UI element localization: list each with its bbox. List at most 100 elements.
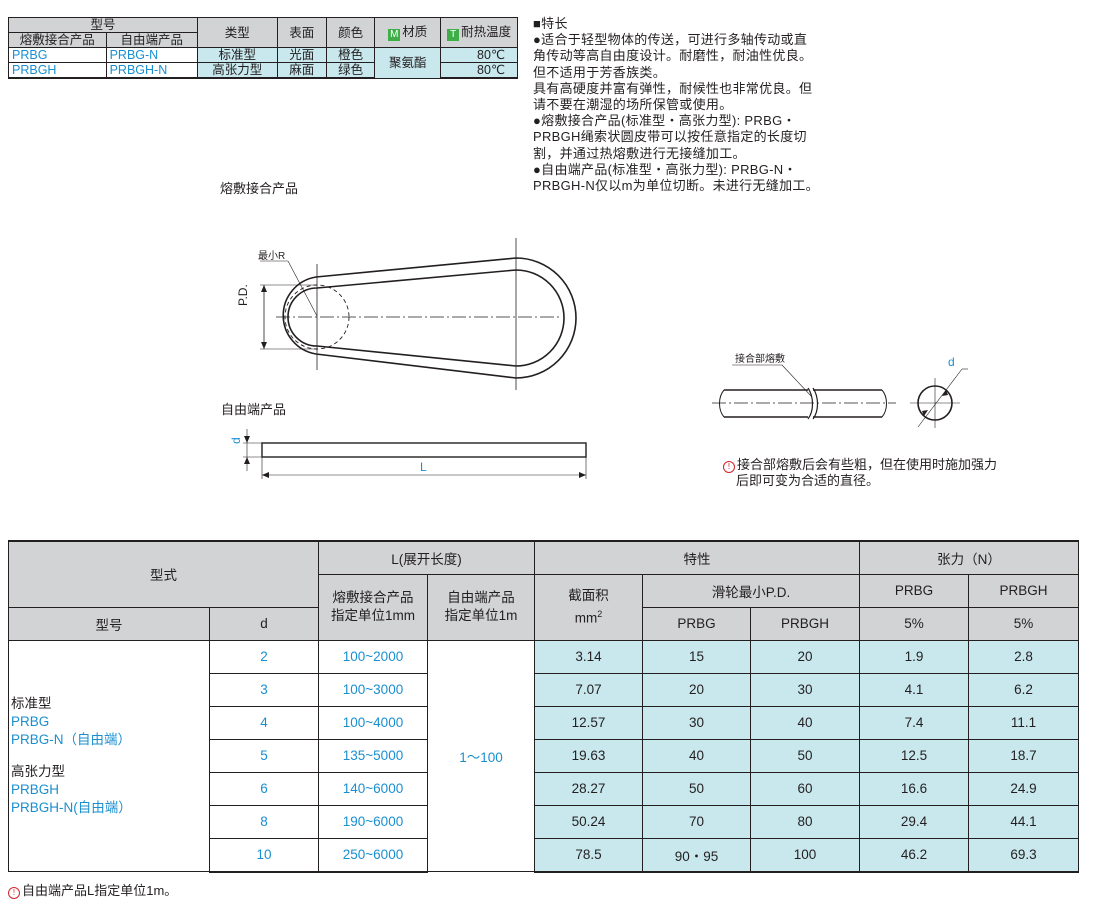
header-model: 型号: [8, 606, 210, 641]
cell-area: 3.14: [534, 639, 643, 674]
cell-t-prbgh: 18.7: [968, 738, 1080, 773]
cell-pd-prbg: 30: [642, 705, 751, 740]
pd-label: P.D.: [236, 284, 250, 306]
spec-temp: 80℃: [440, 47, 518, 63]
feature-line: 角传动等高自由度设计。耐磨性，耐油性优良。: [533, 48, 813, 64]
joint-leader: [781, 364, 813, 398]
cell-range: 100~2000: [318, 639, 428, 674]
d-label-section: d: [948, 355, 955, 369]
spec-free-code: PRBGH-N: [105, 62, 198, 79]
header-area-sup: 2: [597, 608, 603, 619]
cell-range: 140~6000: [318, 771, 428, 806]
spec-color: 橙色: [325, 47, 376, 63]
feature-line: PRBGH绳索状圆皮带可以按任意指定的长度切: [533, 129, 807, 145]
type-prbg: PRBG: [11, 713, 50, 729]
cell-pd-prbgh: 20: [749, 639, 861, 674]
table-row: 3 100~3000 7.07 20 30 4.1 6.2: [9, 672, 1080, 707]
free-product-caption: 自由端产品: [221, 402, 287, 417]
type-standard: 标准型: [11, 695, 52, 711]
spec-header-fused: 熔敷接合产品: [8, 32, 107, 48]
type-prbg-n: PRBG-N（自由端）: [11, 731, 132, 747]
table-row: 4 100~4000 12.57 30 40 7.4 11.1: [9, 705, 1080, 740]
spec-header-surface: 表面: [276, 17, 327, 48]
feature-line: 割，并通过热熔敷进行无接缝加工。: [533, 145, 746, 161]
min-r-label: 最小R: [258, 251, 286, 262]
cell-d: 10: [209, 837, 319, 873]
features-title: ■特长: [533, 16, 568, 31]
cell-t-prbgh: 24.9: [968, 771, 1080, 806]
joint-note-line: 后即可变为合适的直径。: [736, 473, 880, 488]
cell-t-prbg: 29.4: [859, 804, 970, 839]
cell-pd-prbgh: 40: [749, 705, 861, 740]
joint-label: 接合部熔敷: [735, 354, 785, 365]
header-area-line1: 截面积: [568, 587, 609, 603]
cell-pd-prbg: 70: [642, 804, 751, 839]
warning-icon: !: [723, 461, 735, 473]
cell-range: 190~6000: [318, 804, 428, 839]
cell-area: 12.57: [534, 705, 643, 740]
header-fused-unit-line1: 熔敷接合产品: [332, 590, 414, 605]
spec-type: 标准型: [196, 47, 278, 63]
joint-note-line: 接合部熔敷后会有些粗，但在使用时施加强力: [737, 457, 998, 472]
model-type-cell: 标准型 PRBG PRBG-N（自由端） 高张力型 PRBGH PRBGH-N(…: [8, 639, 210, 872]
cell-pd-prbgh: 60: [749, 771, 861, 806]
header-properties: 特性: [533, 540, 861, 575]
cell-d: 8: [209, 804, 319, 839]
spec-header-free: 自由端产品: [105, 32, 198, 48]
cell-d: 2: [209, 639, 319, 674]
header-free-unit-line2: 指定单位1m: [444, 608, 518, 623]
cell-t-prbgh: 11.1: [968, 705, 1080, 740]
header-pct-prbgh: 5%: [968, 606, 1080, 641]
cell-t-prbg: 16.6: [859, 771, 970, 806]
type-high-tension: 高张力型: [11, 763, 65, 779]
cell-d: 3: [209, 672, 319, 707]
cell-d: 4: [209, 705, 319, 740]
cell-t-prbg: 1.9: [859, 639, 970, 674]
type-prbgh-n: PRBGH-N(自由端）: [11, 799, 132, 815]
d-dimension-diagonal: [917, 368, 963, 428]
header-pct-prbg: 5%: [859, 606, 970, 641]
header-l-length: L(展开长度): [318, 540, 535, 575]
d-label-free: d: [229, 437, 243, 444]
spec-fused-code: PRBG: [8, 47, 107, 63]
spec-material: 聚氨酯: [374, 47, 442, 79]
spec-color: 绿色: [325, 62, 376, 79]
table-row: 8 190~6000 50.24 70 80 29.4 44.1: [9, 804, 1080, 839]
header-d: d: [209, 606, 319, 641]
cell-pd-prbg: 15: [642, 639, 751, 674]
fused-product-caption: 熔敷接合产品: [220, 181, 299, 196]
cell-area: 7.07: [534, 672, 643, 707]
temp-tag-icon: T: [447, 28, 460, 41]
spec-header-color: 颜色: [325, 17, 376, 48]
spec-fused-code: PRBGH: [8, 62, 107, 79]
cell-pd-prbgh: 30: [749, 672, 861, 707]
spec-row: PRBGH PRBGH-N 高张力型 麻面 绿色 80℃: [8, 62, 518, 79]
cell-range: 100~4000: [318, 705, 428, 740]
spec-surface: 光面: [276, 47, 327, 63]
cell-area: 78.5: [534, 837, 643, 873]
cell-t-prbgh: 2.8: [968, 639, 1080, 674]
spec-temp: 80℃: [440, 62, 518, 79]
header-pd-prbgh: PRBGH: [749, 606, 861, 641]
cell-area: 28.27: [534, 771, 643, 806]
table-row: 标准型 PRBG PRBG-N（自由端） 高张力型 PRBGH PRBGH-N(…: [8, 639, 1080, 872]
cell-t-prbgh: 44.1: [968, 804, 1080, 839]
cell-t-prbgh: 69.3: [968, 837, 1080, 873]
cell-pd-prbg: 20: [642, 672, 751, 707]
free-end-drawing: [243, 429, 587, 479]
cell-t-prbg: 4.1: [859, 672, 970, 707]
belt-outer-outline: [282, 257, 577, 379]
belt-inner-outline: [287, 269, 565, 367]
header-free-unit: 自由端产品指定单位1m: [427, 573, 535, 641]
cell-free-range: 1～100: [427, 639, 535, 872]
cell-pd-prbg: 40: [642, 738, 751, 773]
belt-loop-drawing: [260, 238, 577, 390]
cell-range: 135~5000: [318, 738, 428, 773]
feature-line: PRBGH-N仅以m为单位切断。未进行无缝加工。: [533, 178, 819, 194]
min-r-leader: [287, 260, 318, 317]
spec-header-material-label: 材质: [402, 24, 428, 39]
